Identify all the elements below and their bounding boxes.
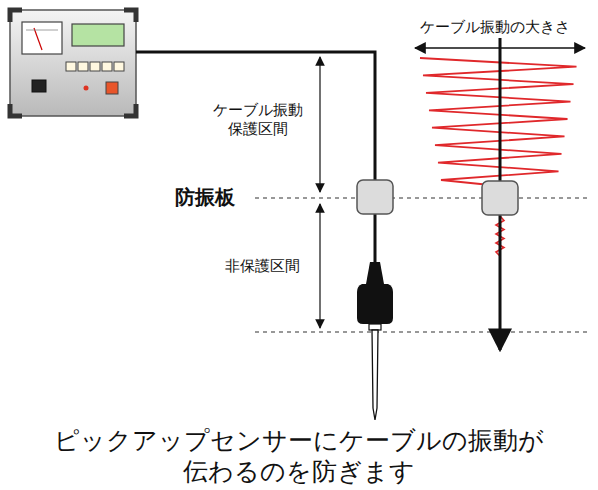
damper-level-line <box>255 197 590 198</box>
magnitude-label: ケーブル振動の大きさ <box>395 18 595 37</box>
part-label: 防振板 <box>160 185 250 210</box>
probe-needle <box>372 330 378 420</box>
damper-plate <box>357 180 393 214</box>
meter-needle <box>34 28 42 50</box>
sensor-body <box>357 284 393 324</box>
key-button <box>78 62 88 71</box>
damper-plate <box>482 181 518 215</box>
instrument-case <box>10 10 136 116</box>
connector-socket <box>106 82 118 94</box>
meter-scale <box>26 30 58 31</box>
caption: ピックアップセンサーにケーブルの振動が 伝わるのを防ぎます <box>49 425 549 488</box>
key-button <box>66 62 76 71</box>
sensor-level-line <box>255 331 590 332</box>
key-button <box>90 62 100 71</box>
unprotected-span-arrow <box>319 204 320 328</box>
span-label: 非保護区間 <box>212 257 312 276</box>
case-corners <box>10 10 136 116</box>
indicator-lamp <box>84 86 89 91</box>
sensor-ring <box>369 324 381 330</box>
vibration-zigzag <box>420 58 577 256</box>
pickup-sensor <box>357 262 393 420</box>
cable <box>136 52 375 266</box>
key-button <box>102 62 112 71</box>
large-vibration <box>420 58 577 186</box>
key-button <box>114 62 124 71</box>
power-switch <box>32 80 46 92</box>
measuring-instrument <box>10 10 136 116</box>
lcd-display <box>72 24 124 46</box>
span-label: ケーブル振動 保護区間 <box>203 101 313 139</box>
sensor-neck <box>366 262 384 284</box>
protected-span-arrow <box>319 57 320 192</box>
analog-meter <box>22 22 62 54</box>
